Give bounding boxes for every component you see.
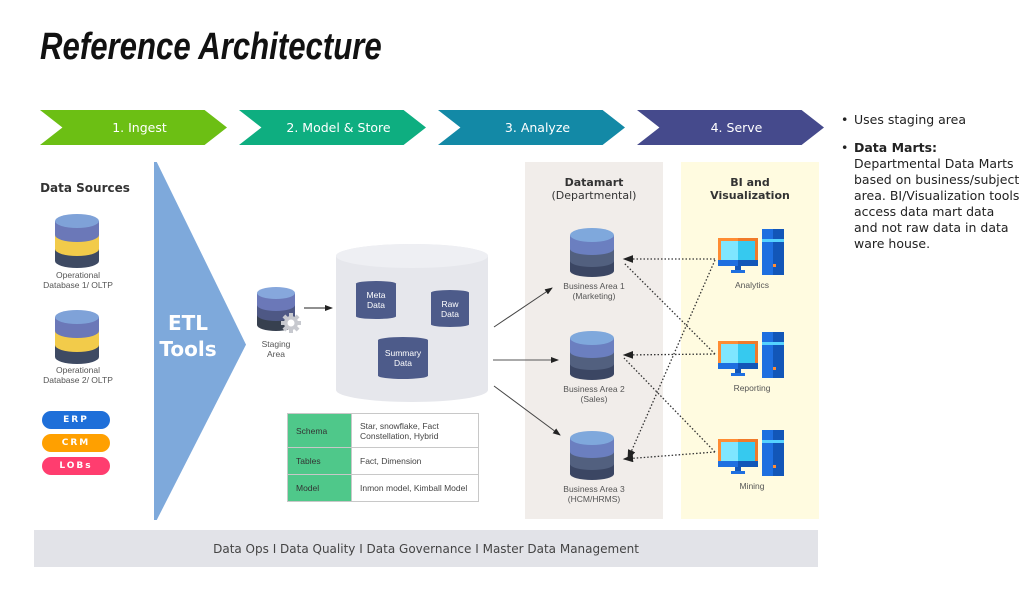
table-value: Inmon model, Kimball Model bbox=[351, 474, 479, 502]
computer-tower-icon bbox=[718, 430, 784, 476]
warehouse-to-area3-arrow bbox=[493, 385, 561, 436]
table-value: Fact, Dimension bbox=[351, 447, 479, 475]
business-area-db-icon bbox=[570, 331, 614, 380]
label-line: (HCM/HRMS) bbox=[567, 494, 621, 504]
title-line: BI and bbox=[730, 176, 770, 189]
lobs-pill: LOBs bbox=[42, 457, 110, 475]
bi-tool-label: Mining bbox=[739, 481, 765, 491]
governance-bar: Data Ops I Data Quality I Data Governanc… bbox=[34, 530, 818, 567]
step-label: 1. Ingest bbox=[112, 120, 167, 135]
business-area-label: Business Area 1(Marketing) bbox=[540, 281, 648, 301]
step-analyze: 3. Analyze bbox=[438, 110, 625, 145]
operational-db-2-label: Operational Database 2/ OLTP bbox=[26, 365, 130, 385]
step-serve: 4. Serve bbox=[637, 110, 824, 145]
note-item: Uses staging area bbox=[840, 112, 1020, 128]
staging-area-label: Staging Area bbox=[250, 339, 302, 359]
notes-panel: Uses staging area Data Marts:Departmenta… bbox=[840, 112, 1020, 264]
warehouse-to-area1-arrow bbox=[493, 287, 553, 328]
mining-to-area2-dotted bbox=[623, 357, 716, 453]
datamart-title: Datamart (Departmental) bbox=[525, 176, 663, 202]
step-label: 4. Serve bbox=[710, 120, 763, 135]
computer-tower-icon bbox=[718, 332, 784, 378]
business-area-label: Business Area 3(HCM/HRMS) bbox=[540, 484, 648, 504]
label-line: Database 2/ OLTP bbox=[43, 375, 113, 385]
note-item: Data Marts:Departmental Data Marts based… bbox=[840, 140, 1020, 252]
etl-line: ETL bbox=[167, 311, 209, 335]
erp-pill: ERP bbox=[42, 411, 110, 429]
label-line: Data bbox=[441, 308, 459, 319]
data-warehouse-top bbox=[336, 244, 488, 268]
label-line: Meta bbox=[366, 290, 386, 300]
label-line: Summary bbox=[384, 348, 422, 358]
operational-db-1-icon bbox=[55, 214, 99, 268]
bi-tool-label: Reporting bbox=[733, 383, 771, 393]
operational-db-2-icon bbox=[55, 310, 99, 364]
title-line: Datamart bbox=[564, 176, 624, 189]
reporting-to-area2-dotted bbox=[622, 351, 716, 359]
note-text: Uses staging area bbox=[854, 112, 967, 127]
label-line: Area bbox=[267, 349, 285, 359]
step-label: 2. Model & Store bbox=[286, 120, 391, 135]
label-line: Operational bbox=[56, 365, 100, 375]
value-line: Constellation, Hybrid bbox=[360, 430, 439, 441]
etl-label: ETL Tools bbox=[158, 310, 218, 362]
label-line: Business Area 1 bbox=[563, 281, 625, 291]
title-line: Visualization bbox=[710, 189, 790, 202]
step-model-store: 2. Model & Store bbox=[239, 110, 426, 145]
reporting-to-area1-dotted bbox=[623, 262, 716, 355]
step-ingest: 1. Ingest bbox=[40, 110, 227, 145]
page-title: Reference Architecture bbox=[40, 26, 382, 68]
analytics-to-area3-dotted bbox=[627, 259, 716, 461]
operational-db-1-label: Operational Database 1/ OLTP bbox=[26, 270, 130, 290]
label-line: Database 1/ OLTP bbox=[43, 280, 113, 290]
label-line: Data bbox=[367, 300, 385, 310]
bi-tool-label: Analytics bbox=[734, 280, 769, 290]
label-line: Staging bbox=[261, 339, 291, 349]
business-area-label: Business Area 2(Sales) bbox=[540, 384, 648, 404]
crm-pill: CRM bbox=[42, 434, 110, 452]
table-row: Tables Fact, Dimension bbox=[287, 447, 479, 475]
staging-db-icon bbox=[257, 287, 301, 333]
table-key: Model bbox=[287, 474, 352, 502]
label-line: Business Area 2 bbox=[563, 384, 625, 394]
etl-line: Tools bbox=[159, 337, 217, 361]
gear-icon bbox=[281, 313, 301, 333]
computer-tower-icon bbox=[718, 229, 784, 275]
table-row: Model Inmon model, Kimball Model bbox=[287, 474, 479, 502]
label-line: Data bbox=[394, 358, 412, 368]
value-line: Star, snowflake, Fact bbox=[360, 420, 439, 431]
table-key: Tables bbox=[287, 447, 352, 475]
label-line: Raw bbox=[441, 298, 459, 309]
data-sources-title: Data Sources bbox=[40, 181, 130, 195]
bi-title: BI and Visualization bbox=[681, 176, 819, 202]
label-line: Operational bbox=[56, 270, 100, 280]
label-line: Business Area 3 bbox=[563, 484, 625, 494]
business-area-db-icon bbox=[570, 228, 614, 277]
mining-to-area3-dotted bbox=[622, 451, 716, 463]
note-bold: Data Marts: bbox=[854, 140, 938, 155]
label-line: (Sales) bbox=[580, 394, 608, 404]
note-text: Departmental Data Marts based on busines… bbox=[854, 156, 1020, 251]
step-label: 3. Analyze bbox=[504, 120, 571, 135]
label-line: (Marketing) bbox=[572, 291, 616, 301]
subtitle-line: (Departmental) bbox=[551, 189, 637, 202]
table-key: Schema bbox=[287, 413, 352, 448]
business-area-db-icon bbox=[570, 431, 614, 480]
